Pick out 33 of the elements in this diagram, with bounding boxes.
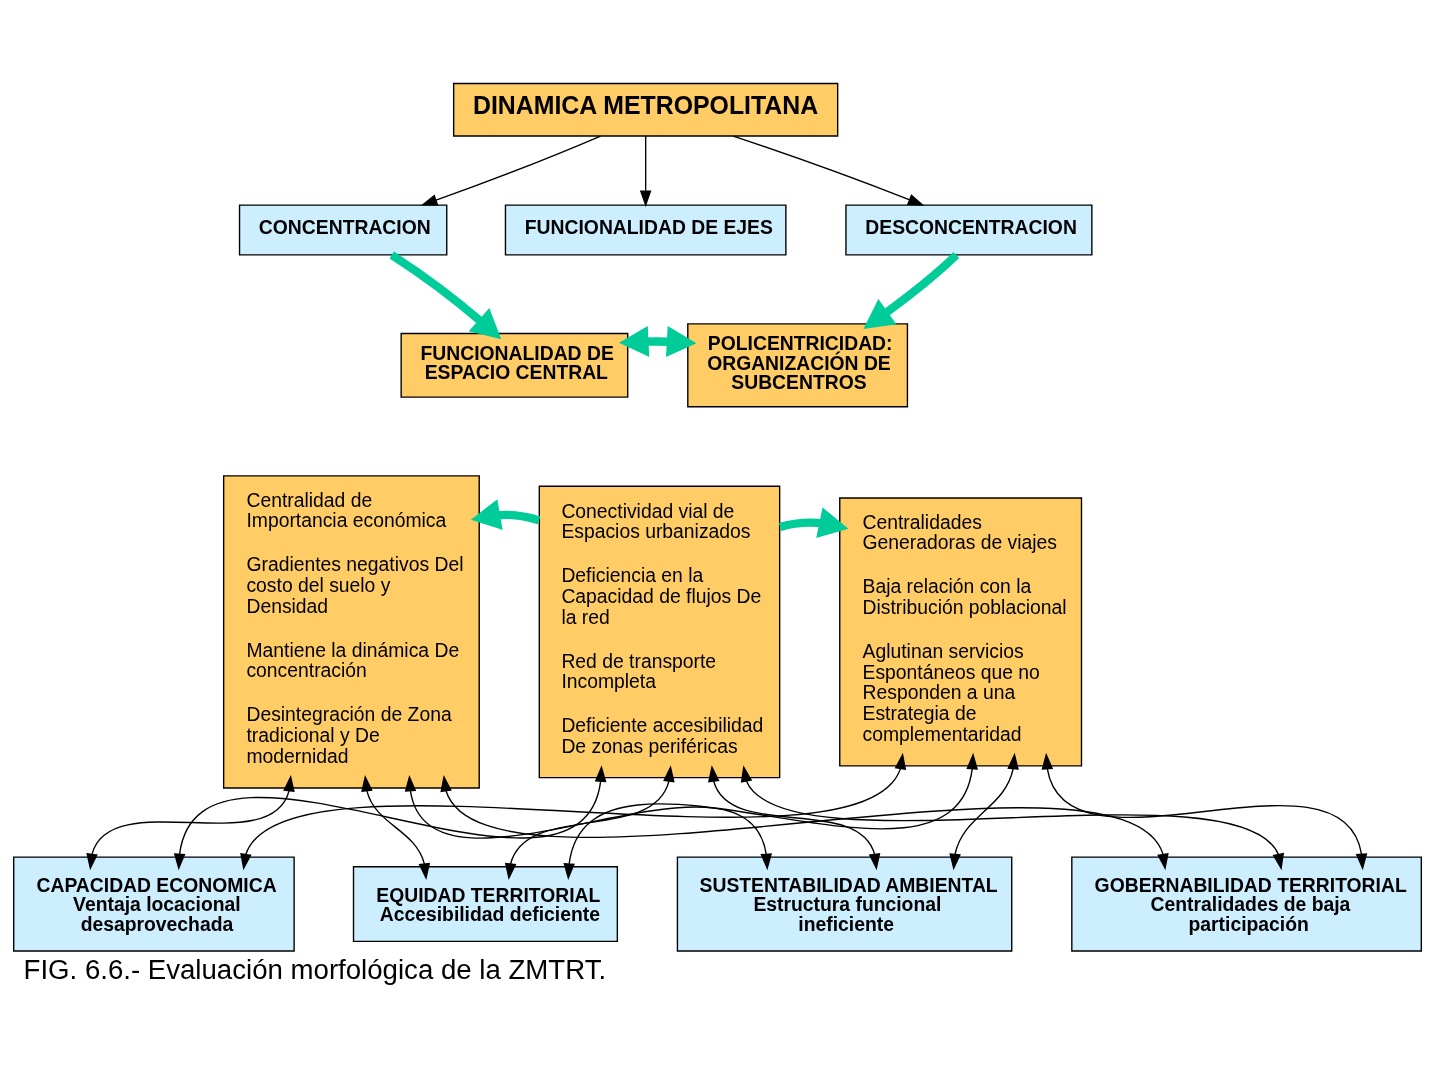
- arrow: [240, 752, 907, 871]
- arrow: [389, 251, 502, 340]
- arrow: [504, 765, 675, 880]
- arrow: [86, 774, 295, 871]
- node-box: GOBERNABILIDAD TERRITORIAL Centralidades de baja participación: [1071, 856, 1422, 952]
- node-box: FUNCIONALIDAD DE ESPACIO CENTRAL: [400, 332, 629, 398]
- arrow: [404, 774, 773, 871]
- arrow: [420, 135, 602, 206]
- arrow: [1041, 752, 1368, 871]
- arrow: [618, 325, 697, 358]
- arrow: [440, 774, 1169, 871]
- arrow: [173, 765, 607, 871]
- arrow: [470, 499, 541, 530]
- arrow: [732, 135, 925, 206]
- caption: FIG. 6.6.- Evaluación morfológica de la ZMTRT.: [23, 953, 607, 985]
- node-box: DINAMICA METROPOLITANA: [452, 82, 839, 137]
- arrow: [863, 252, 960, 329]
- node-box: CAPACIDAD ECONOMICA Ventaja locacional desaprovechada: [13, 856, 295, 952]
- node-box: Centralidad de Importancia económica Gradientes negativos Del costo del suelo y Densidad Mantiene la dinámica De concentración Desintegración de Zona tradicional y De modernidad: [222, 475, 480, 789]
- node-box: POLICENTRICIDAD: ORGANIZACIÓN DE SUBCENTROS: [687, 323, 909, 408]
- node-box: CONCENTRACION: [238, 204, 448, 256]
- node-box: FUNCIONALIDAD DE EJES: [504, 204, 787, 256]
- arrow: [740, 765, 1285, 871]
- node-box: Centralidades Generadoras de viajes Baja relación con la Distribución poblacional Aglutinan servicios Espontáneos que no Responden a una Estrategia de complementaridad: [839, 497, 1083, 767]
- arrow: [361, 774, 431, 880]
- node-box: EQUIDAD TERRITORIAL Accesibilidad deficiente: [352, 866, 619, 943]
- arrow: [708, 765, 881, 871]
- node-box: SUSTENTABILIDAD AMBIENTAL Estructura funcional ineficiente: [676, 856, 1013, 952]
- node-box: Conectividad vial de Espacios urbanizados Deficiencia en la Capacidad de flujos De la red Red de transporte Incompleta Deficiente accesibilidad De zonas periféricas: [538, 485, 781, 779]
- arrow: [563, 752, 978, 880]
- arrow: [949, 752, 1019, 871]
- arrow: [639, 135, 652, 207]
- node-box: DESCONCENTRACION: [845, 204, 1093, 256]
